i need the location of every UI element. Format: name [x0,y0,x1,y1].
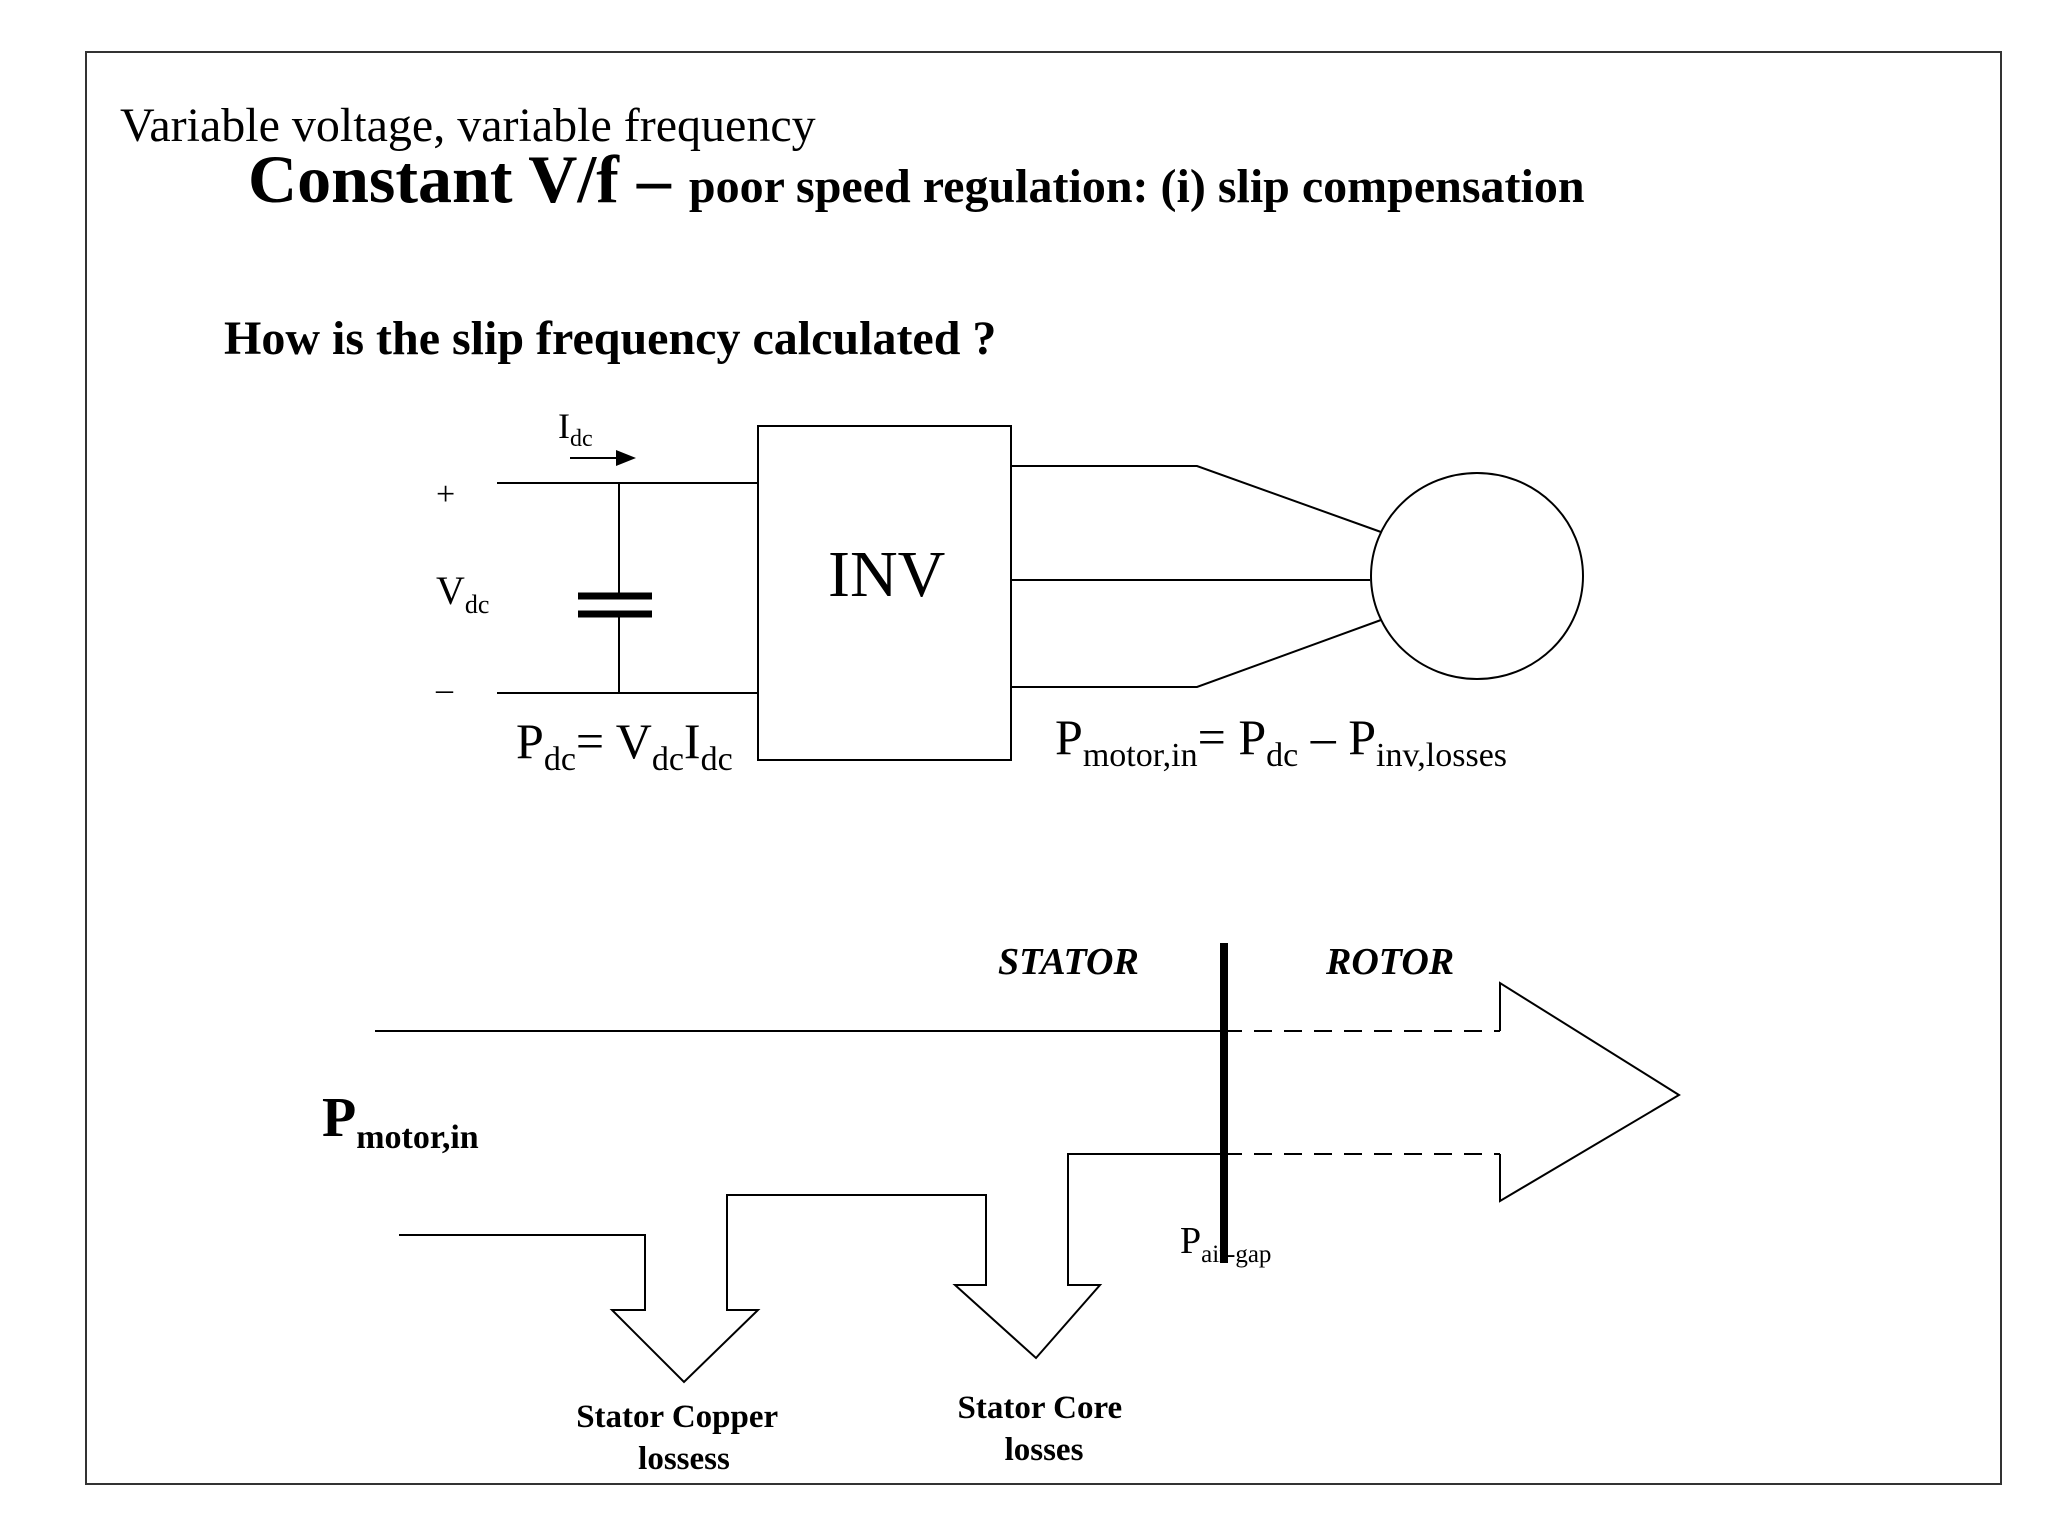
pdc-equation: Pdc= VdcIdc [516,713,733,778]
stator-label: STATOR [998,941,1139,983]
rotor-output-arrow [1499,981,1681,1203]
phase-line-a [1011,465,1382,533]
copper-losses-label: Stator Copper lossess [576,1399,786,1477]
slide-title: Constant V/f – poor speed regulation: (i… [248,141,1585,217]
phase-line-c [1011,619,1382,688]
inverter-circuit [497,425,1584,761]
current-label: Idc [558,406,593,452]
question-text: How is the slip frequency calculated ? [224,312,996,365]
voltage-label: Vdc [436,568,489,619]
airgap-power-label: Pair-gap [1180,1220,1271,1268]
pmotor-equation: Pmotor,in= Pdc – Pinv,losses [1055,709,1507,774]
inverter-box [757,425,1012,761]
slide-frame [85,51,2002,1485]
core-losses-label: Stator Core losses [958,1390,1131,1468]
power-flow-diagram [375,981,1681,1384]
header-text: Variable voltage, variable frequency [120,99,816,152]
flow-bottom-edge [399,1153,1224,1384]
plus-terminal: + [436,476,455,513]
current-arrow-head [616,450,636,466]
input-power-label: Pmotor,in [322,1087,479,1156]
motor-circle [1370,472,1584,680]
rotor-label: ROTOR [1325,941,1454,983]
minus-terminal: – [435,671,454,708]
inverter-label: INV [828,538,945,611]
